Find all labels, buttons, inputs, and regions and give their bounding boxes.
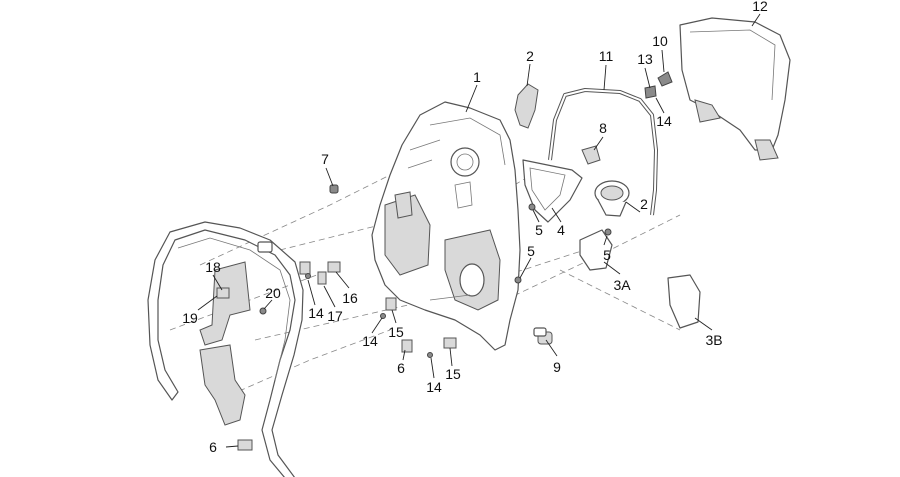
callout-7: 7 [321, 151, 329, 167]
callout-2-funnel: 2 [640, 196, 648, 212]
fastener-part-10 [657, 71, 673, 87]
callout-13: 13 [637, 51, 653, 67]
panel-part-3a [579, 229, 613, 271]
callout-11: 11 [599, 48, 614, 64]
callout-5-right: 5 [603, 247, 611, 263]
bracket-plate-part [522, 159, 583, 223]
grommet-part [533, 327, 553, 345]
callout-15-upper: 15 [388, 324, 404, 340]
leg-shield-body-part [371, 101, 521, 351]
glove-box-cover-part [679, 17, 791, 161]
callout-14-left: 14 [308, 305, 324, 321]
callout-9: 9 [553, 359, 561, 375]
callout-2-oval-cover: 2 [526, 48, 534, 64]
callout-5-lower: 5 [527, 243, 535, 259]
small-hardware-parts [216, 184, 612, 451]
callout-12: 12 [752, 0, 768, 14]
callout-3a: 3A [613, 277, 631, 293]
callout-4: 4 [557, 222, 565, 238]
callout-15-lower: 15 [445, 366, 461, 382]
callout-labels: 1 2 2 3A 3B 4 5 5 5 6 6 7 8 9 10 11 12 1… [182, 0, 768, 455]
callout-17: 17 [327, 308, 343, 324]
callout-1: 1 [473, 69, 481, 85]
callout-16: 16 [342, 290, 358, 306]
leader-lines [197, 13, 761, 448]
callout-18: 18 [205, 259, 221, 275]
oval-cover-part [514, 83, 539, 129]
callout-14-middle: 14 [362, 333, 378, 349]
callout-3b: 3B [705, 332, 722, 348]
funnel-part [594, 180, 630, 217]
fastener-part-13 [644, 85, 657, 99]
callout-19: 19 [182, 310, 198, 326]
callout-20: 20 [265, 285, 281, 301]
callout-8: 8 [599, 120, 607, 136]
callout-14-bottom: 14 [426, 379, 442, 395]
panel-part-3b [667, 274, 701, 329]
callout-10: 10 [652, 33, 668, 49]
callout-14-top: 14 [656, 113, 672, 129]
front-frame-part [147, 221, 304, 477]
callout-6-upper: 6 [397, 360, 405, 376]
clip-part [581, 145, 601, 165]
callout-5-upper: 5 [535, 222, 543, 238]
callout-6-lower: 6 [209, 439, 217, 455]
